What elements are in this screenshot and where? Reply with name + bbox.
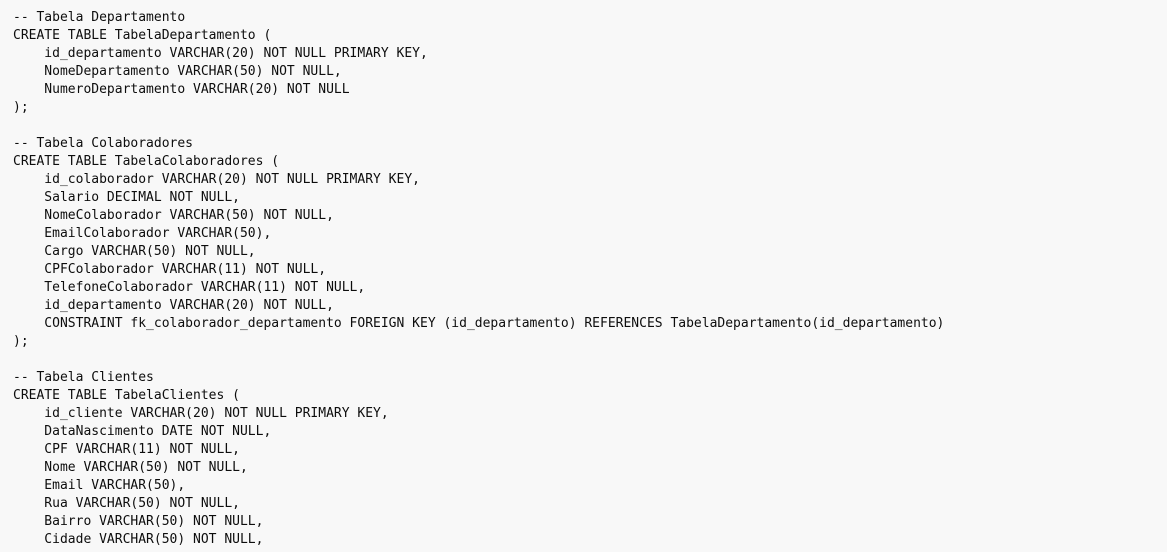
- code-line: TelefoneColaborador VARCHAR(11) NOT NULL…: [13, 280, 366, 295]
- code-line: EmailColaborador VARCHAR(50),: [13, 226, 272, 241]
- code-line: Salario DECIMAL NOT NULL,: [13, 190, 240, 205]
- code-line: Cidade VARCHAR(50) NOT NULL,: [13, 532, 264, 547]
- code-line: NomeDepartamento VARCHAR(50) NOT NULL,: [13, 64, 342, 79]
- code-line: id_colaborador VARCHAR(20) NOT NULL PRIM…: [13, 172, 420, 187]
- code-line: );: [13, 100, 29, 115]
- code-line: Bairro VARCHAR(50) NOT NULL,: [13, 514, 264, 529]
- code-line: CREATE TABLE TabelaDepartamento (: [13, 28, 272, 43]
- code-line: id_departamento VARCHAR(20) NOT NULL PRI…: [13, 46, 428, 61]
- code-line: id_cliente VARCHAR(20) NOT NULL PRIMARY …: [13, 406, 389, 421]
- code-line: Email VARCHAR(50),: [13, 478, 186, 493]
- code-line: NumeroDepartamento VARCHAR(20) NOT NULL: [13, 82, 350, 97]
- code-line-comment: -- Tabela Departamento: [13, 10, 186, 25]
- code-line: );: [13, 334, 29, 349]
- code-line-blank: [13, 117, 1167, 135]
- code-line: Rua VARCHAR(50) NOT NULL,: [13, 496, 240, 511]
- code-line: CONSTRAINT fk_colaborador_departamento F…: [13, 316, 945, 331]
- code-line: CPFColaborador VARCHAR(11) NOT NULL,: [13, 262, 327, 277]
- code-line-blank: [13, 351, 1167, 369]
- code-line-comment: -- Tabela Clientes: [13, 370, 154, 385]
- code-line: Cargo VARCHAR(50) NOT NULL,: [13, 244, 256, 259]
- code-line-comment: -- Tabela Colaboradores: [13, 136, 194, 151]
- code-line: CREATE TABLE TabelaColaboradores (: [13, 154, 280, 169]
- code-line: CPF VARCHAR(11) NOT NULL,: [13, 442, 240, 457]
- code-line: id_departamento VARCHAR(20) NOT NULL,: [13, 298, 334, 313]
- code-line: Nome VARCHAR(50) NOT NULL,: [13, 460, 248, 475]
- code-line: DataNascimento DATE NOT NULL,: [13, 424, 272, 439]
- code-line: CREATE TABLE TabelaClientes (: [13, 388, 240, 403]
- code-line: NomeColaborador VARCHAR(50) NOT NULL,: [13, 208, 334, 223]
